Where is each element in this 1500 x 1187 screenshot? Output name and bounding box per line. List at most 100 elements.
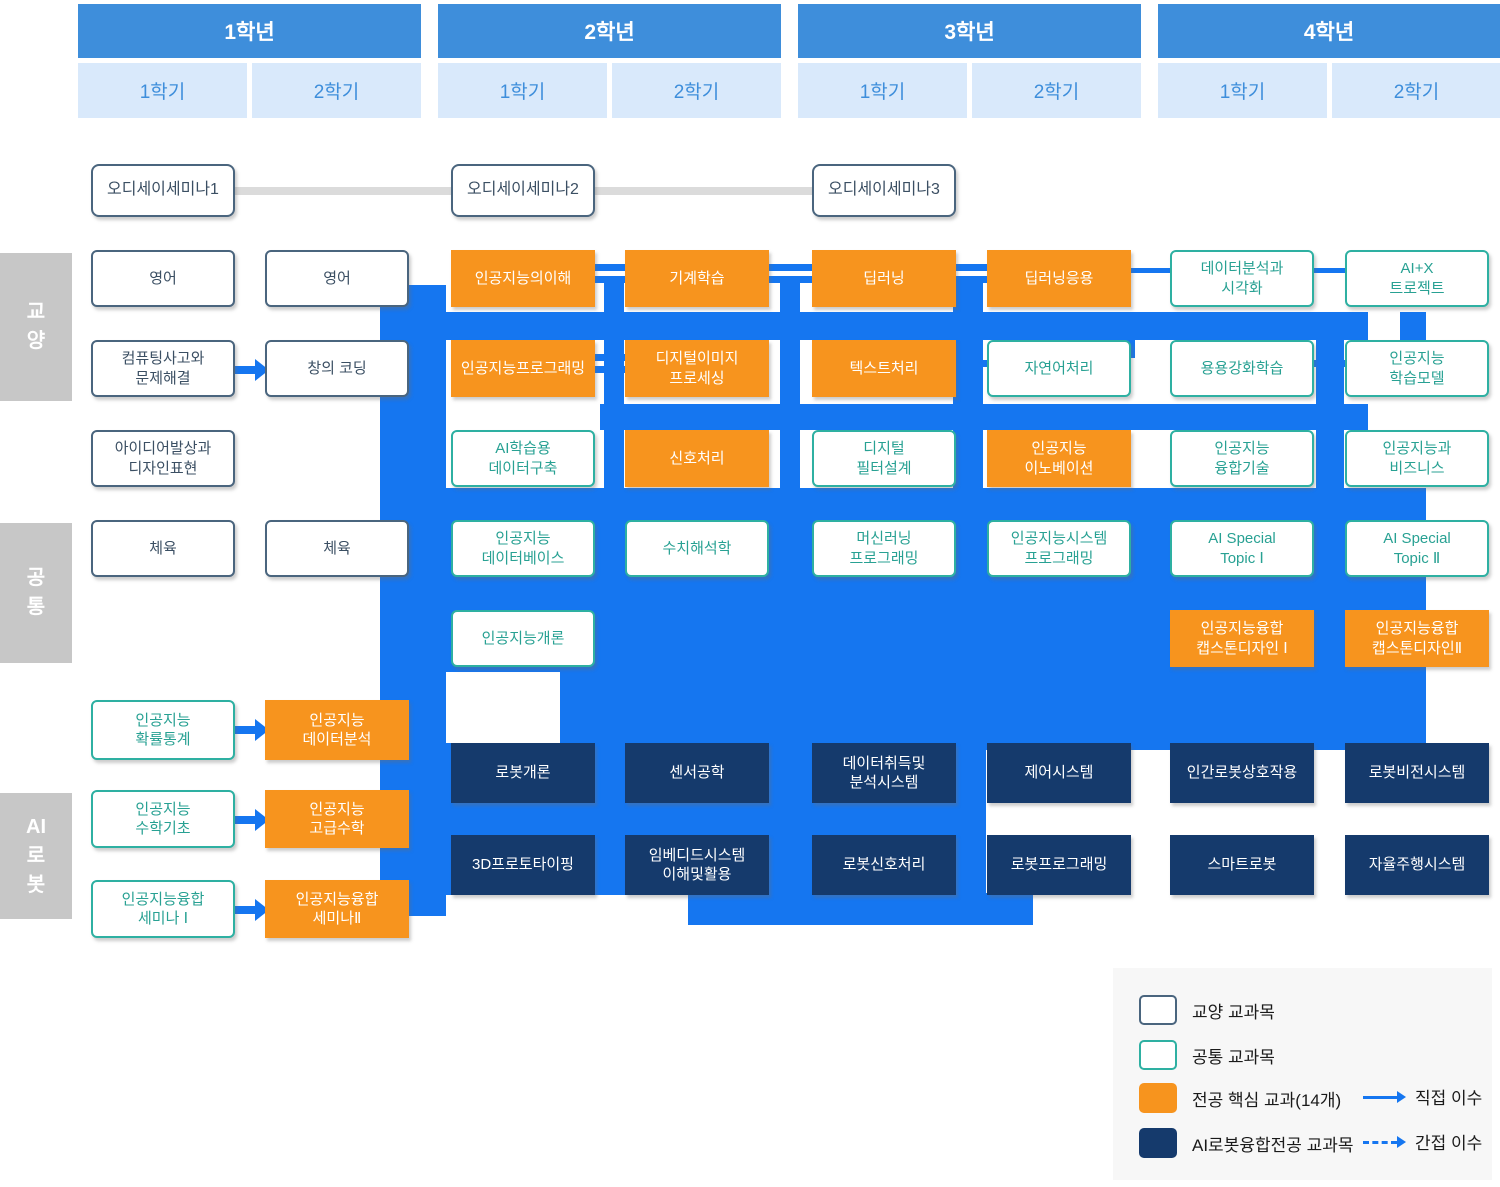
direct-arrow-line	[235, 816, 255, 824]
direct-arrow-line	[235, 906, 255, 914]
prerequisite-bus-segment	[604, 282, 624, 488]
course-box-robot: 센서공학	[625, 743, 769, 803]
course-box-liberal: 컴퓨팅사고와 문제해결	[91, 340, 235, 397]
prerequisite-dash-connector	[595, 264, 625, 271]
course-box-common: 인공지능 확률통계	[91, 700, 235, 760]
course-box-core: 인공지능 데이터분석	[265, 700, 409, 760]
side-label-ai-robot: AI 로 봇	[0, 793, 72, 919]
course-box-liberal: 체육	[91, 520, 235, 577]
course-box-robot: 로봇신호처리	[812, 835, 956, 895]
course-box-core: 딥러닝응용	[987, 250, 1131, 307]
side-label-liberal: 교 양	[0, 253, 72, 401]
side-label-common: 공 통	[0, 523, 72, 663]
prerequisite-dash-connector	[1131, 268, 1171, 273]
course-box-liberal: 창의 코딩	[265, 340, 409, 397]
odyssey-connector-line	[594, 187, 812, 195]
course-box-common: 인공지능융합 세미나 Ⅰ	[91, 880, 235, 938]
course-box-core: 인공지능 이노베이션	[987, 430, 1131, 487]
prerequisite-dash-connector	[595, 276, 625, 283]
prerequisite-dash-connector	[769, 276, 812, 283]
course-box-liberal: 아이디어발상과 디자인표현	[91, 430, 235, 487]
prerequisite-dash-connector	[1314, 268, 1345, 273]
prerequisite-dash-connector	[595, 366, 625, 373]
prerequisite-dash-connector	[956, 360, 987, 367]
course-box-common: 인공지능 데이터베이스	[451, 520, 595, 577]
legend-item-label: 공통 교과목	[1192, 1047, 1275, 1067]
prerequisite-dash-connector	[956, 264, 987, 271]
semester-cell: 1학기	[798, 63, 967, 118]
course-box-common: 인공지능과 비즈니스	[1345, 430, 1489, 487]
odyssey-seminar-box: 오디세이세미나3	[812, 164, 956, 217]
course-box-core: 딥러닝	[812, 250, 956, 307]
year-header: 3학년	[798, 4, 1141, 58]
course-box-robot: 자율주행시스템	[1345, 835, 1489, 895]
legend-arrow-label: 간접 이수	[1415, 1133, 1483, 1153]
prerequisite-bus-segment	[953, 282, 983, 490]
prerequisite-bus-segment	[396, 312, 1368, 340]
course-box-robot: 인간로봇상호작용	[1170, 743, 1314, 803]
course-box-common: AI+X 트로젝트	[1345, 250, 1489, 307]
course-box-core: 인공지능융합 캡스톤디자인 Ⅰ	[1170, 610, 1314, 667]
course-box-common: 인공지능 수학기초	[91, 790, 235, 848]
semester-cell: 2학기	[252, 63, 421, 118]
course-box-common: 인공지능 학습모델	[1345, 340, 1489, 397]
prerequisite-bus-segment	[560, 672, 1426, 750]
semester-cell: 1학기	[78, 63, 247, 118]
prerequisite-dash-connector	[769, 264, 812, 271]
course-box-common: 디지털 필터설계	[812, 430, 956, 487]
course-box-core: 인공지능융합 세미나Ⅱ	[265, 880, 409, 938]
prerequisite-dash-connector	[1314, 360, 1345, 367]
year-header: 4학년	[1158, 4, 1500, 58]
odyssey-connector-line	[234, 187, 451, 195]
legend-item-label: 교양 교과목	[1192, 1002, 1275, 1022]
course-box-common: 용용강화학습	[1170, 340, 1314, 397]
semester-cell: 2학기	[972, 63, 1141, 118]
course-box-core: 신호처리	[625, 430, 769, 487]
semester-cell: 1학기	[1158, 63, 1327, 118]
course-box-core: 텍스트처리	[812, 340, 956, 397]
prerequisite-bus-segment	[600, 404, 1368, 430]
course-box-common: AI Special Topic Ⅰ	[1170, 520, 1314, 577]
odyssey-seminar-box: 오디세이세미나1	[91, 164, 235, 217]
legend-arrow-label: 직접 이수	[1415, 1088, 1483, 1108]
course-box-robot: 3D프로토타이핑	[451, 835, 595, 895]
course-box-robot: 로봇개론	[451, 743, 595, 803]
course-box-robot: 제어시스템	[987, 743, 1131, 803]
course-box-common: 머신러닝 프로그래밍	[812, 520, 956, 577]
course-box-common: 인공지능 융합기술	[1170, 430, 1314, 487]
legend-swatch-robot	[1139, 1128, 1177, 1158]
course-box-core: 인공지능의이해	[451, 250, 595, 307]
course-box-common: 자연어처리	[987, 340, 1131, 397]
course-box-core: 인공지능 고급수학	[265, 790, 409, 848]
legend-swatch-core	[1139, 1083, 1177, 1113]
course-box-core: 인공지능융합 캡스톤디자인Ⅱ	[1345, 610, 1489, 667]
prerequisite-bus-segment	[780, 282, 800, 488]
course-box-core: 디지털이미지 프로세싱	[625, 340, 769, 397]
course-box-robot: 스마트로봇	[1170, 835, 1314, 895]
course-box-liberal: 영어	[265, 250, 409, 307]
course-box-robot: 임베디드시스템 이해및활용	[625, 835, 769, 895]
prerequisite-bus-segment	[1316, 312, 1344, 490]
legend-swatch-common	[1139, 1040, 1177, 1070]
odyssey-seminar-box: 오디세이세미나2	[451, 164, 595, 217]
course-box-common: 수치해석학	[625, 520, 769, 577]
direct-arrow-icon	[1363, 1096, 1397, 1099]
indirect-arrow-icon	[1363, 1141, 1397, 1144]
course-box-common: 인공지능개론	[451, 610, 595, 667]
course-box-liberal: 영어	[91, 250, 235, 307]
course-box-core: 인공지능프로그래밍	[451, 340, 595, 397]
course-box-common: 인공지능시스템 프로그래밍	[987, 520, 1131, 577]
course-box-common: 데이터분석과 시각화	[1170, 250, 1314, 307]
semester-cell: 2학기	[1332, 63, 1500, 118]
prerequisite-bus-segment	[688, 893, 1033, 925]
arrow-head-icon	[1397, 1136, 1406, 1148]
course-box-common: AI Special Topic Ⅱ	[1345, 520, 1489, 577]
course-box-robot: 데이터취득및 분석시스템	[812, 743, 956, 803]
year-header: 2학년	[438, 4, 781, 58]
year-header: 1학년	[78, 4, 421, 58]
semester-cell: 2학기	[612, 63, 781, 118]
course-box-common: AI학습용 데이터구축	[451, 430, 595, 487]
legend-item-label: AI로봇융합전공 교과목	[1192, 1135, 1354, 1155]
